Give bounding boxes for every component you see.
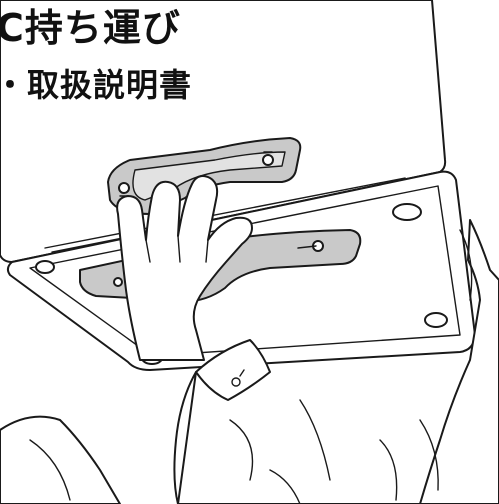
shirt-sleeve [173,219,499,504]
cuff-button [231,377,241,387]
sleeve-fold-2 [299,399,331,481]
grip-screw-hole-upper-right [262,154,274,166]
cuff-button-line [239,369,245,377]
laptop-foot-top-right [392,203,422,221]
sleeve-fold-3 [419,419,439,491]
laptop-base-inner-edge [29,185,461,357]
hand-fingers [116,175,253,361]
finger-line-2 [177,235,181,263]
sleeve-fold-1 [229,419,254,481]
laptop-foot-left [35,260,55,274]
laptop-hinge-line [44,177,406,249]
finger-line-3 [205,239,209,263]
shirt-cuff [195,339,271,401]
manual-title-line-2: ・取扱説明書 [0,66,193,104]
grip-screw-hole-upper-left [118,182,130,194]
laptop-foot-bottom-right [424,312,448,328]
sleeve-fold-5 [379,439,398,501]
sleeve-fold-4 [459,229,473,301]
grip-screw-hole-lower-left [113,277,123,287]
left-sleeve-fold [29,439,71,501]
left-sleeve [0,415,121,504]
manual-title-line-1: C持ち運び [0,6,181,50]
grip-screw-slot-lower-right [297,245,317,249]
finger-line-1 [145,239,151,263]
sleeve-fold-6 [269,469,301,504]
